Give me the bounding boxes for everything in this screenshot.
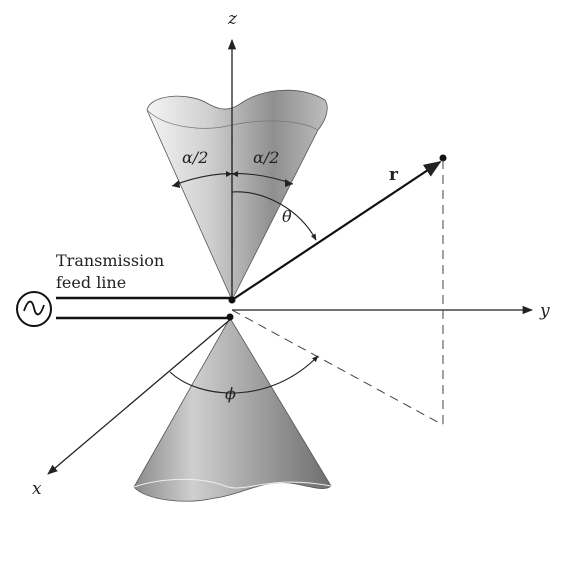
lower-cone bbox=[133, 317, 332, 502]
feed-line-label-line1: Transmission bbox=[56, 251, 164, 270]
ac-source-icon bbox=[16, 291, 52, 327]
phi-label: ϕ bbox=[225, 384, 236, 403]
x-axis bbox=[47, 317, 233, 475]
feed-line-label-line2: feed line bbox=[56, 273, 126, 292]
upper-cone bbox=[146, 89, 328, 301]
alpha-left-label: α/2 bbox=[182, 148, 208, 167]
r-endpoint bbox=[439, 154, 447, 162]
theta-label: θ bbox=[282, 207, 292, 226]
phi-arc bbox=[169, 355, 319, 394]
alpha-arc bbox=[171, 171, 294, 188]
transmission-feed-line bbox=[56, 296, 236, 321]
z-axis-label: z bbox=[227, 9, 238, 29]
x-axis-label: x bbox=[32, 479, 42, 499]
r-vector bbox=[231, 161, 442, 301]
r-label: r bbox=[389, 165, 399, 185]
y-axis-label: y bbox=[539, 301, 550, 321]
projection-ground bbox=[231, 309, 444, 426]
alpha-right-label: α/2 bbox=[253, 148, 279, 167]
theta-arc bbox=[231, 191, 317, 241]
